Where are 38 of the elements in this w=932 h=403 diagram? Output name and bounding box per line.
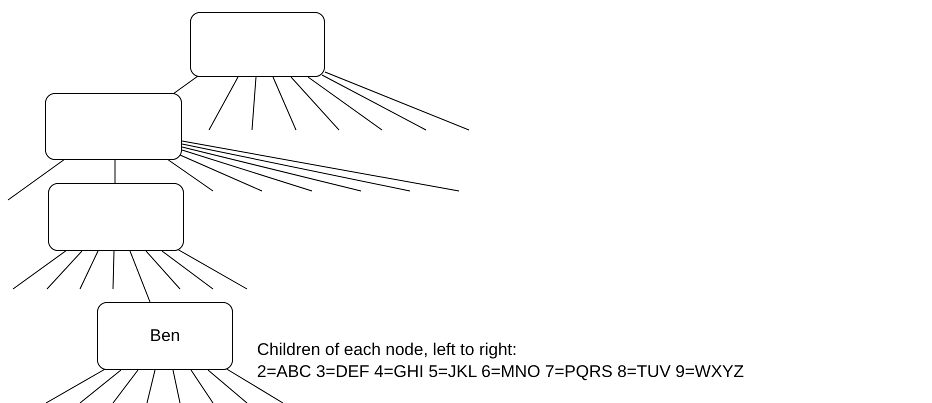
connector-line [146, 250, 180, 290]
connector-line [80, 250, 98, 290]
connector-line [180, 154, 262, 192]
connector-line [112, 250, 114, 290]
connector-line [290, 76, 340, 130]
connector-line [322, 74, 426, 130]
connector-line [80, 370, 122, 403]
connector-line [272, 76, 296, 130]
rounded-box [48, 183, 184, 251]
connector-line [46, 250, 82, 290]
connector-line [146, 370, 156, 403]
connector-line [182, 144, 410, 192]
connector-line [308, 76, 382, 130]
connector-line [208, 76, 238, 130]
connector-line [172, 370, 180, 403]
connector-line [112, 370, 138, 403]
rounded-box [97, 302, 233, 370]
rounded-box [45, 93, 182, 160]
connector-line [252, 76, 256, 130]
connector-line [114, 160, 116, 184]
connector-line [182, 150, 312, 192]
connector-line [176, 248, 248, 290]
note-text: 2=ABC 3=DEF 4=GHI 5=JKL 6=MNO 7=PQRS 8=TUV 9=WXYZ [257, 361, 744, 383]
connector-line [182, 146, 362, 192]
connector-line [8, 158, 66, 200]
connector-line [130, 250, 150, 302]
connector-line [12, 250, 68, 290]
connector-line [208, 370, 248, 403]
note-text: Children of each node, left to right: [257, 339, 518, 361]
connector-line [166, 158, 214, 192]
connector-line [162, 250, 214, 290]
connector-line [172, 76, 198, 94]
connector-line [190, 370, 214, 403]
node-label: Ben [150, 325, 180, 348]
rounded-box [190, 12, 325, 77]
connector-line [182, 140, 460, 192]
connector-line [224, 368, 284, 403]
connector-line [324, 72, 470, 130]
